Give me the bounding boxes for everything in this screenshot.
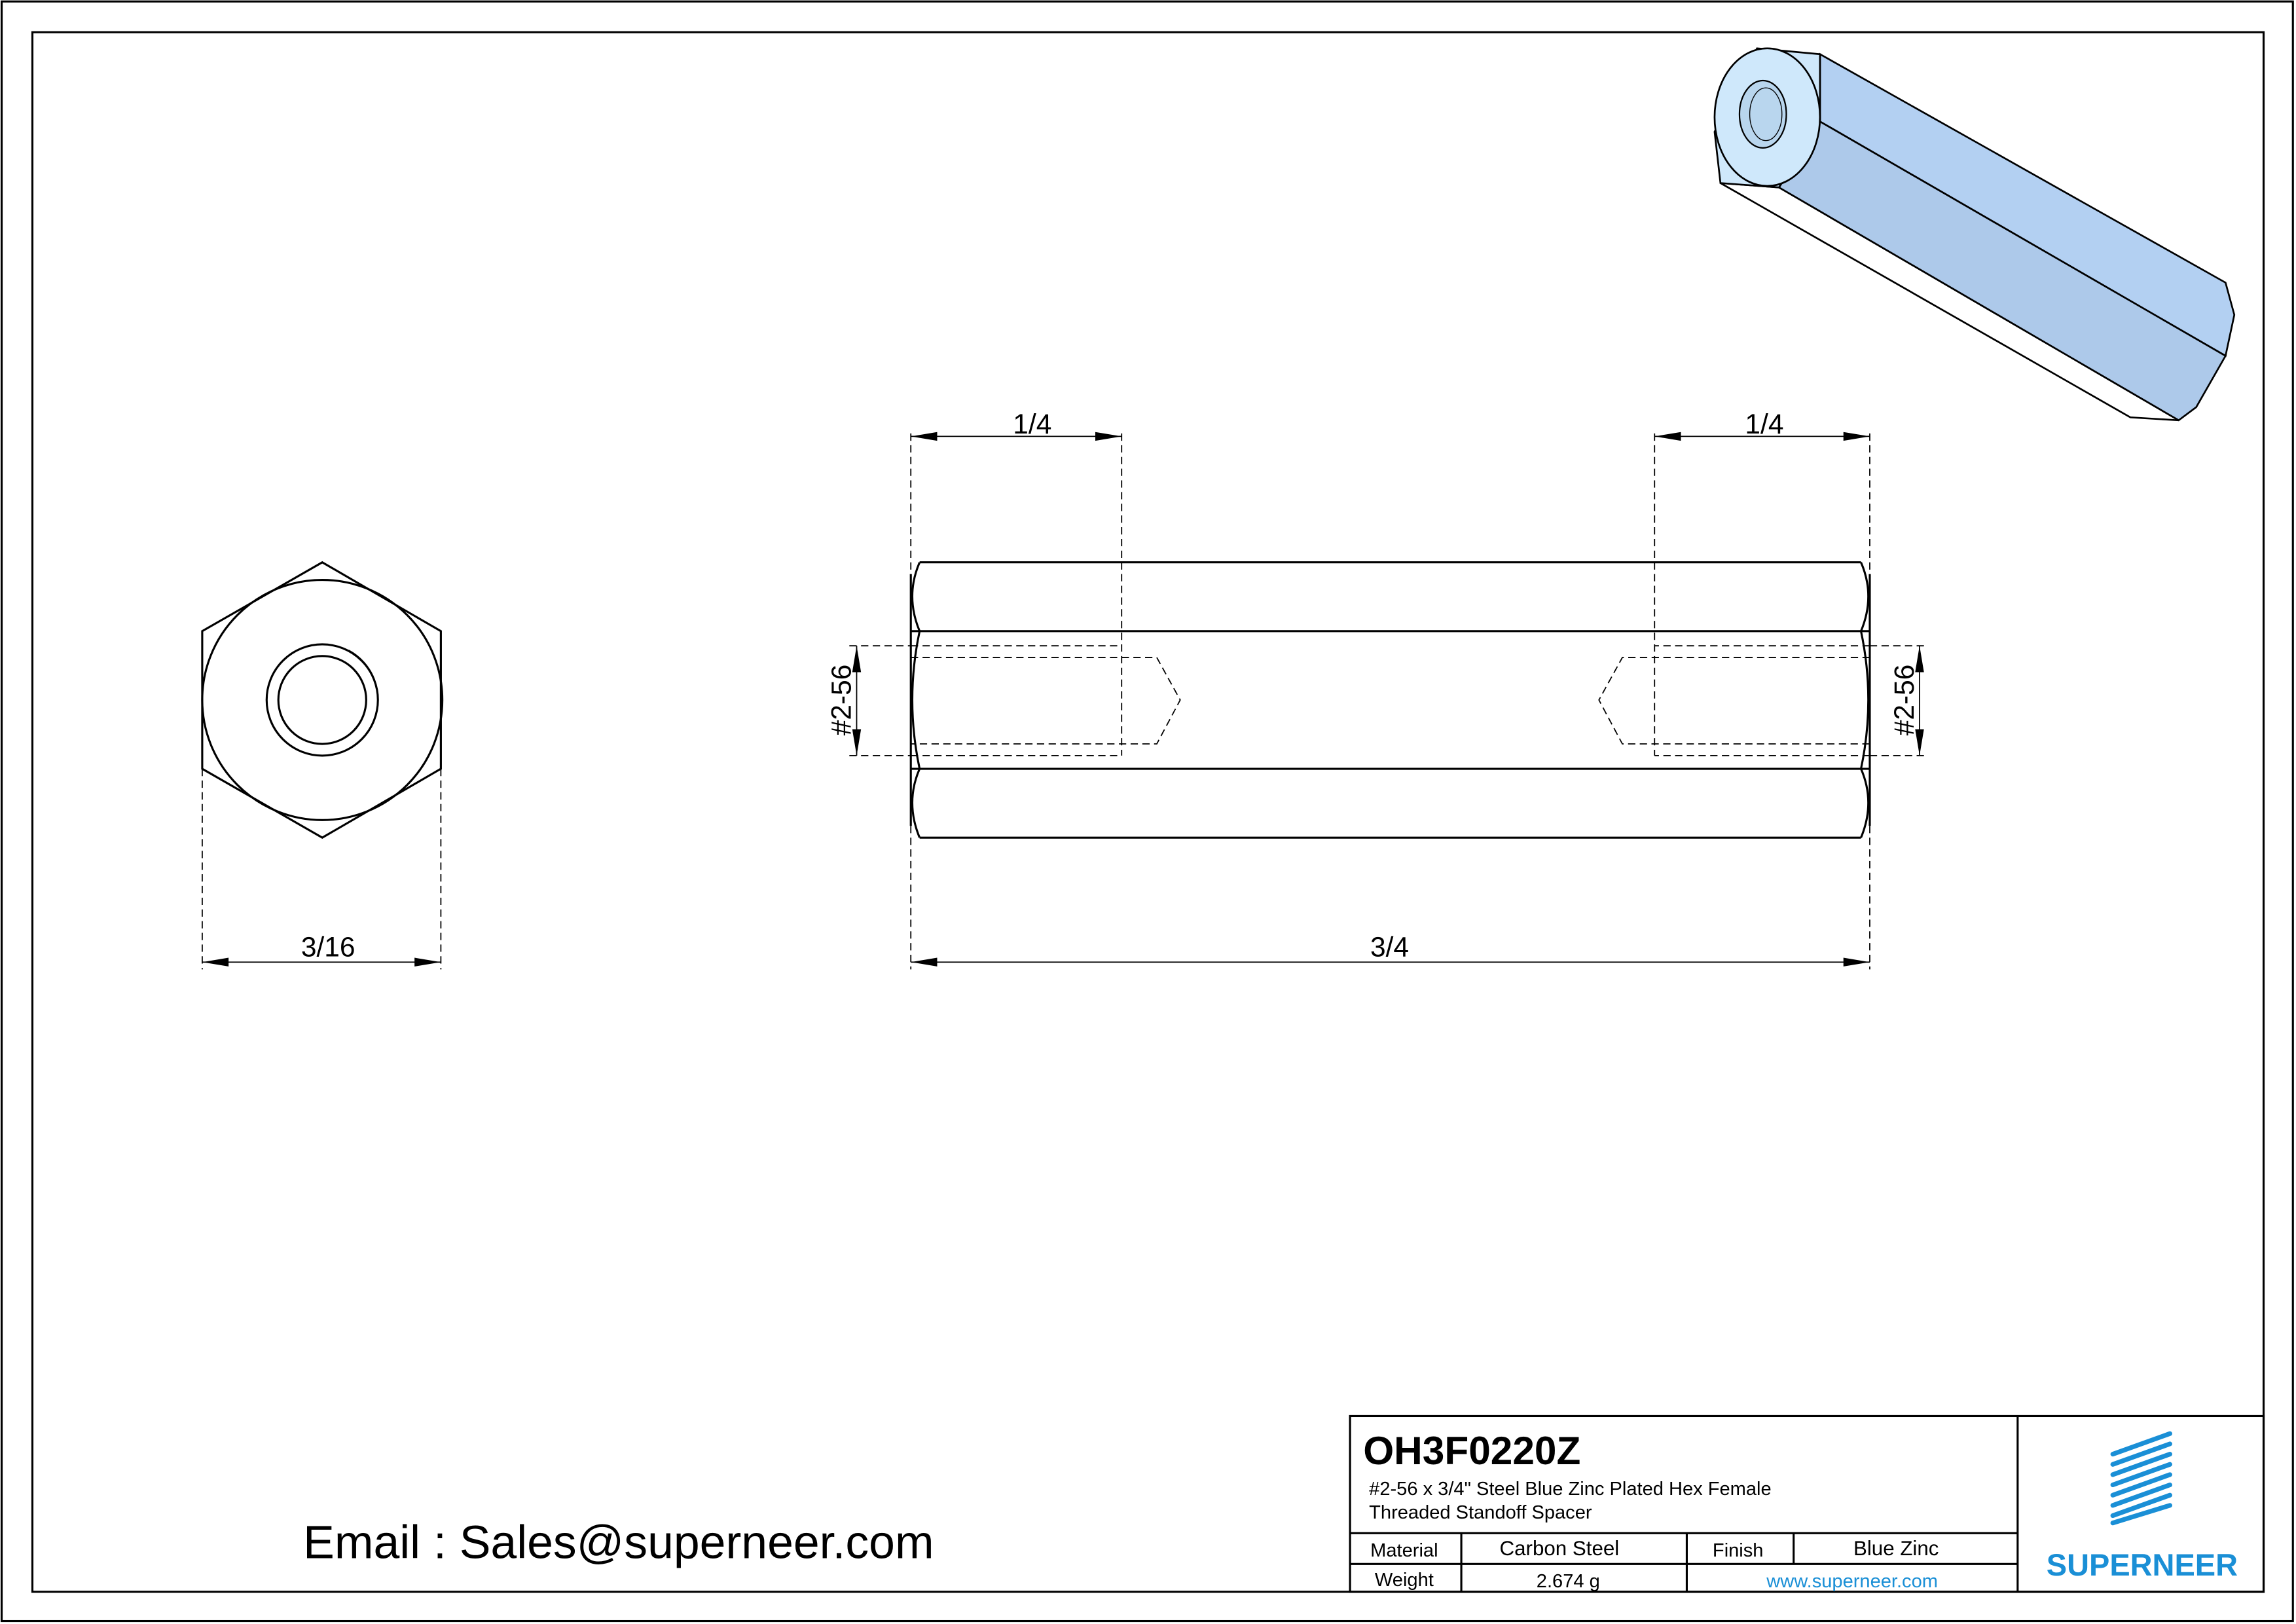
weight-label: Weight: [1375, 1570, 1434, 1591]
weight-value: 2.674 g: [1537, 1571, 1600, 1592]
title-block: OH3F0220Z #2-56 x 3/4" Steel Blue Zinc P…: [1349, 1414, 2265, 1593]
dim-overall-length: 3/4: [1370, 932, 1409, 963]
logo-text: SUPERNEER: [2047, 1547, 2238, 1582]
side-view: 1/4 1/4 3/4 #2-56 #2-56: [827, 409, 1929, 970]
email-text: Email : Sales@superneer.com: [303, 1516, 934, 1568]
finish-label: Finish: [1713, 1540, 1764, 1561]
description-line1: #2-56 x 3/4" Steel Blue Zinc Plated Hex …: [1369, 1479, 1771, 1500]
material-value: Carbon Steel: [1500, 1537, 1620, 1560]
superneer-logo-icon: [2110, 1431, 2172, 1526]
dim-hex-width: 3/16: [301, 932, 355, 963]
description-line2: Threaded Standoff Spacer: [1369, 1502, 1592, 1523]
material-label: Material: [1370, 1540, 1438, 1561]
thread-callout-right: #2-56: [1889, 665, 1920, 736]
isometric-render: [1713, 47, 2236, 422]
drawing-frame: [31, 31, 2265, 1593]
thread-callout-left: #2-56: [827, 665, 858, 736]
finish-value: Blue Zinc: [1853, 1537, 1939, 1560]
part-number: OH3F0220Z: [1363, 1428, 1580, 1473]
website-link[interactable]: www.superneer.com: [1766, 1571, 1938, 1592]
end-view: 3/16: [201, 561, 444, 970]
dim-thread-depth-right: 1/4: [1745, 409, 1783, 440]
dim-thread-depth-left: 1/4: [1013, 409, 1051, 440]
